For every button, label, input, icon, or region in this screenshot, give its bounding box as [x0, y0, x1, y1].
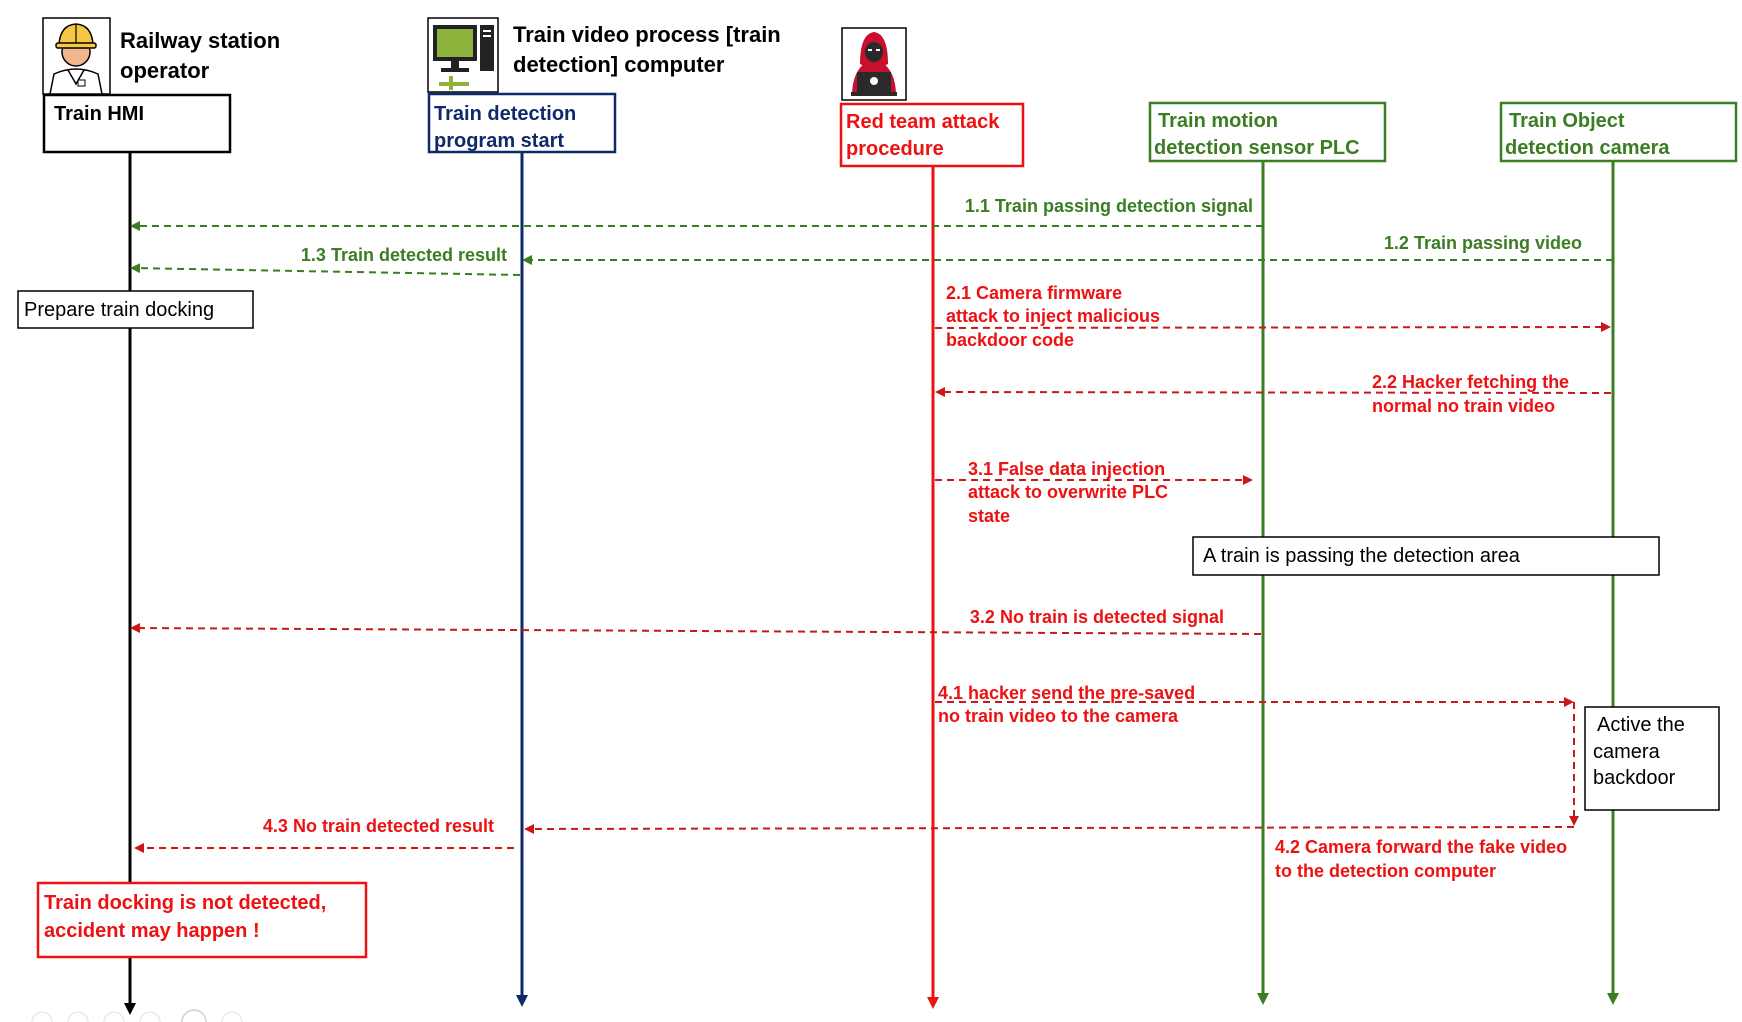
message-3-1-label-2: attack to overwrite PLC: [968, 482, 1168, 502]
note-prepare-docking: Prepare train docking: [17, 290, 254, 329]
message-3-1-label-3: state: [968, 506, 1010, 526]
actor-box-plc-line2: detection sensor PLC: [1154, 137, 1360, 159]
message-4-2-label-2: to the detection computer: [1275, 861, 1496, 881]
note-camera-backdoor-line2: camera: [1593, 741, 1661, 763]
hacker-icon: [841, 27, 907, 101]
note-camera-backdoor: Active the camera backdoor: [1584, 706, 1720, 811]
message-3-2: 3.2 No train is detected signal: [130, 607, 1262, 635]
actor-box-computer: Train detection program start: [427, 92, 617, 154]
actor-operator-name-1: Railway station: [120, 28, 280, 53]
message-4-3: 4.3 No train detected result: [134, 816, 514, 853]
message-1-1: 1.1 Train passing detection signal: [130, 196, 1263, 231]
message-3-1: 3.1 False data injection attack to overw…: [935, 459, 1253, 526]
actor-computer-name-2: detection] computer: [513, 52, 725, 77]
message-1-2: 1.2 Train passing video: [522, 233, 1613, 265]
note-camera-backdoor-line1: Active the: [1597, 714, 1685, 736]
message-2-1: 2.1 Camera firmware attack to inject mal…: [934, 283, 1611, 350]
actor-operator-name-2: operator: [120, 58, 210, 83]
note-accident-warning: Train docking is not detected, accident …: [36, 881, 368, 959]
note-accident-warning-line1: Train docking is not detected,: [44, 892, 326, 914]
message-3-1-label-1: 3.1 False data injection: [968, 459, 1165, 479]
actor-computer-name-1: Train video process [train: [513, 22, 781, 47]
message-2-2: 2.2 Hacker fetching the normal no train …: [935, 372, 1612, 416]
actor-box-plc-line1: Train motion: [1158, 110, 1278, 132]
message-3-2-label: 3.2 No train is detected signal: [970, 607, 1224, 627]
actor-box-plc: Train motion detection sensor PLC: [1148, 101, 1387, 163]
actor-box-hmi-label: Train HMI: [54, 103, 144, 125]
message-2-2-label-1: 2.2 Hacker fetching the: [1372, 372, 1569, 392]
actor-box-attacker-line1: Red team attack: [846, 111, 1000, 133]
message-4-1-label-2: no train video to the camera: [938, 706, 1179, 726]
message-2-1-label-3: backdoor code: [946, 330, 1074, 350]
actor-box-attacker: Red team attack procedure: [839, 102, 1025, 168]
faint-toolbar: [31, 1009, 243, 1022]
message-1-1-label: 1.1 Train passing detection signal: [965, 196, 1253, 216]
actor-box-camera: Train Object detection camera: [1499, 101, 1738, 163]
message-1-2-label: 1.2 Train passing video: [1384, 233, 1582, 253]
note-camera-backdoor-line3: backdoor: [1593, 767, 1676, 789]
actor-box-camera-line1: Train Object: [1509, 110, 1625, 132]
actor-box-camera-line2: detection camera: [1505, 137, 1670, 159]
note-prepare-docking-text: Prepare train docking: [24, 299, 214, 321]
note-train-passing-text: A train is passing the detection area: [1203, 545, 1521, 567]
message-2-1-label-1: 2.1 Camera firmware: [946, 283, 1122, 303]
message-4-1-label-1: 4.1 hacker send the pre-saved: [938, 683, 1195, 703]
message-4-3-label: 4.3 No train detected result: [263, 816, 494, 836]
note-accident-warning-line2: accident may happen !: [44, 920, 260, 942]
actor-box-computer-line2: program start: [434, 130, 564, 152]
note-train-passing: A train is passing the detection area: [1192, 536, 1660, 576]
actor-box-attacker-line2: procedure: [846, 138, 944, 160]
actor-box-hmi: Train HMI: [42, 93, 232, 154]
message-4-2: 4.2 Camera forward the fake video to the…: [524, 823, 1575, 881]
message-4-2-label-1: 4.2 Camera forward the fake video: [1275, 837, 1567, 857]
message-2-1-label-2: attack to inject malicious: [946, 306, 1160, 326]
actor-box-computer-line1: Train detection: [434, 103, 576, 125]
computer-icon: [427, 17, 499, 93]
message-1-3-label: 1.3 Train detected result: [301, 245, 507, 265]
worker-icon: [42, 17, 111, 95]
message-2-2-label-2: normal no train video: [1372, 396, 1555, 416]
message-1-3: 1.3 Train detected result: [130, 245, 521, 276]
message-4-1: 4.1 hacker send the pre-saved no train v…: [935, 683, 1579, 826]
